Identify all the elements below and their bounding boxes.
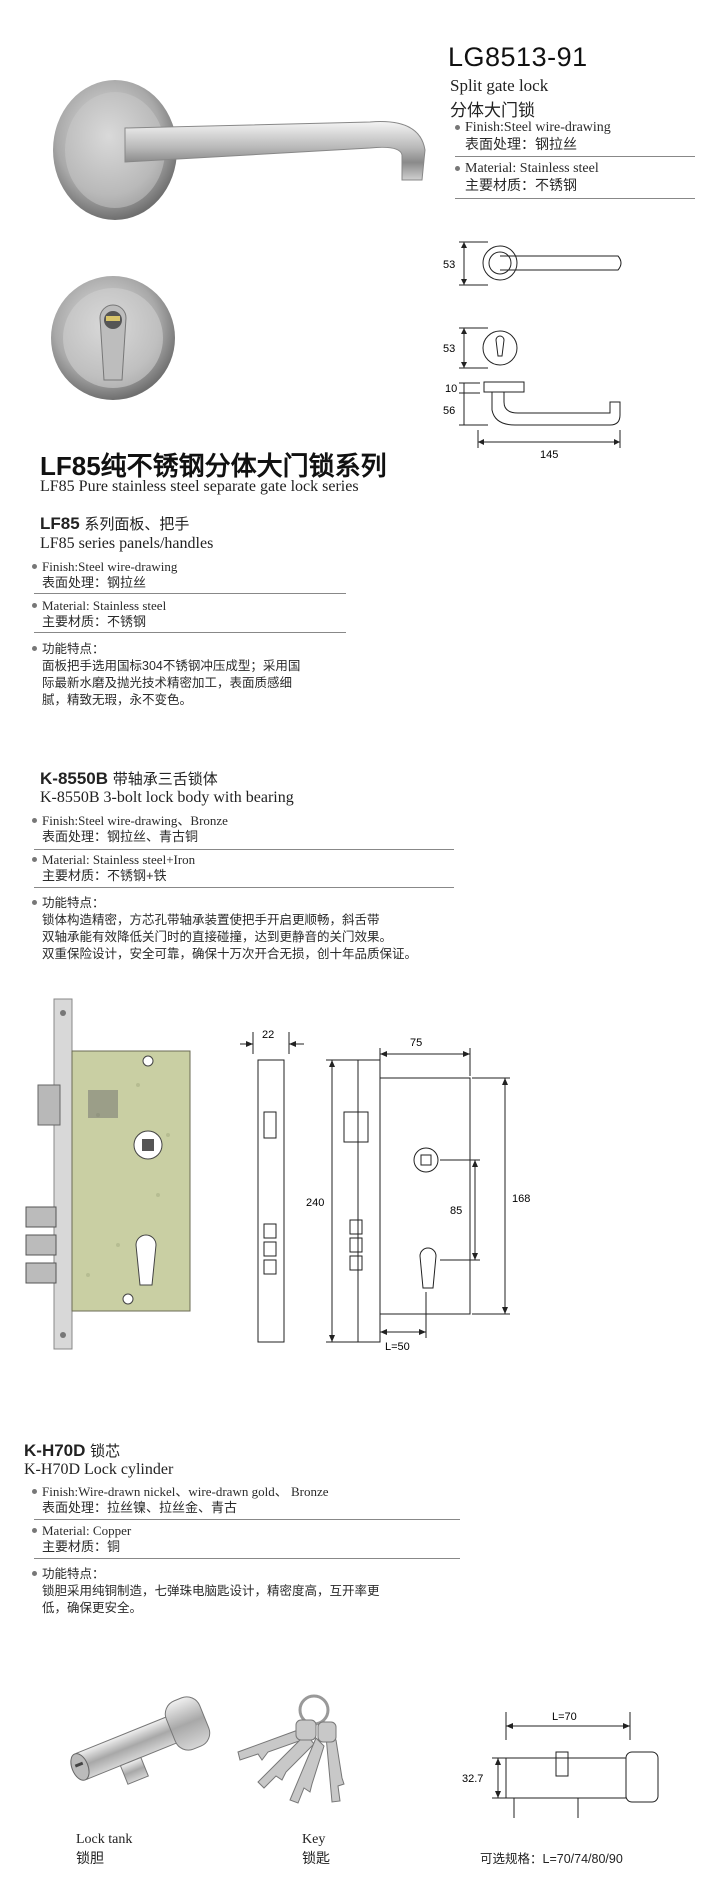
available-sizes: 可选规格：L=70/74/80/90 — [480, 1852, 623, 1866]
handle-dimension-drawing: 53 53 10 56 145 — [443, 241, 622, 461]
divider — [34, 1519, 460, 1520]
divider — [455, 156, 695, 157]
bullet-icon — [32, 646, 37, 651]
bullet-icon — [32, 1571, 37, 1576]
dim-cylinder-length: L=70 — [552, 1711, 577, 1723]
lockbody-photo — [25, 998, 191, 1350]
dim-faceplate-width: 22 — [262, 1029, 274, 1041]
dim-backset-width: 75 — [410, 1037, 422, 1049]
dim-faceplate-height: 240 — [306, 1197, 324, 1209]
dim-depth: 56 — [443, 405, 455, 417]
dim-length: 145 — [540, 449, 558, 461]
bullet-icon — [32, 603, 37, 608]
keys-photo — [237, 1694, 345, 1804]
cylinder-features: 功能特点： 锁胆采用纯铜制造，七弹珠电脑匙设计，精密度高，互开率更 低，确保更安… — [32, 1566, 380, 1617]
dim-escutcheon: 53 — [443, 343, 455, 355]
cylinder-dimension-drawing: L=70 32.7 — [462, 1711, 659, 1818]
bullet-icon — [32, 1489, 37, 1494]
dim-body-height: 168 — [512, 1193, 530, 1205]
dim-rose: 53 — [443, 259, 455, 271]
cylinder-heading: K-H70D 锁芯 — [24, 1441, 121, 1460]
bullet-icon — [32, 1528, 37, 1533]
bullet-icon — [32, 900, 37, 905]
bullet-icon — [32, 857, 37, 862]
dim-center: 85 — [450, 1205, 462, 1217]
panels-heading: LF85 系列面板、把手 — [40, 514, 190, 533]
panels-heading-en: LF85 series panels/handles — [40, 535, 214, 552]
cylinder-escutcheon-photo — [51, 276, 175, 400]
series-title-en: LF85 Pure stainless steel separate gate … — [40, 478, 359, 495]
panels-finish: Finish:Steel wire-drawing 表面处理：钢拉丝 — [32, 559, 177, 591]
divider — [34, 1558, 460, 1559]
cylinder-finish: Finish:Wire-drawn nickel、wire-drawn gold… — [32, 1484, 328, 1516]
panels-material: Material: Stainless steel 主要材质：不锈钢 — [32, 598, 166, 630]
bullet-icon — [32, 564, 37, 569]
lockbody-dimension-drawing: 22 75 240 168 85 L=50 — [240, 1029, 530, 1353]
lever-handle-photo — [53, 80, 426, 220]
header-material: Material: Stainless steel 主要材质：不锈钢 — [455, 161, 599, 193]
header-finish: Finish:Steel wire-drawing 表面处理：钢拉丝 — [455, 120, 611, 152]
lock-tank-caption: Lock tank 锁胆 — [76, 1832, 133, 1866]
lockbody-heading-en: K-8550B 3-bolt lock body with bearing — [40, 789, 294, 806]
bullet-icon — [455, 125, 460, 130]
dim-cylinder-height: 32.7 — [462, 1773, 483, 1785]
lock-cylinder-photo — [70, 1696, 211, 1785]
lockbody-features: 功能特点： 锁体构造精密，方芯孔带轴承装置使把手开启更顺畅，斜舌带 双轴承能有效… — [32, 895, 417, 963]
product-name-en: Split gate lock — [450, 76, 549, 95]
divider — [34, 849, 454, 850]
cylinder-material: Material: Copper 主要材质：铜 — [32, 1523, 131, 1555]
lockbody-finish: Finish:Steel wire-drawing、Bronze 表面处理：钢拉… — [32, 813, 228, 845]
product-model: LG8513-91 — [448, 42, 588, 72]
series-title: LF85纯不锈钢分体大门锁系列 — [40, 451, 387, 481]
dim-backset: L=50 — [385, 1341, 410, 1353]
product-name-cn: 分体大门锁 — [450, 101, 535, 120]
bullet-icon — [32, 818, 37, 823]
lockbody-heading: K-8550B 带轴承三舌锁体 — [40, 769, 218, 788]
cylinder-heading-en: K-H70D Lock cylinder — [24, 1461, 174, 1478]
lockbody-material: Material: Stainless steel+Iron 主要材质：不锈钢+… — [32, 852, 195, 884]
divider — [34, 887, 454, 888]
divider — [34, 632, 346, 633]
key-caption: Key 锁匙 — [302, 1832, 330, 1866]
dim-offset: 10 — [445, 383, 457, 395]
panels-features: 功能特点： 面板把手选用国标304不锈钢冲压成型；采用国 际最新水磨及抛光技术精… — [32, 641, 300, 709]
divider — [34, 593, 346, 594]
divider — [455, 198, 695, 199]
bullet-icon — [455, 166, 460, 171]
